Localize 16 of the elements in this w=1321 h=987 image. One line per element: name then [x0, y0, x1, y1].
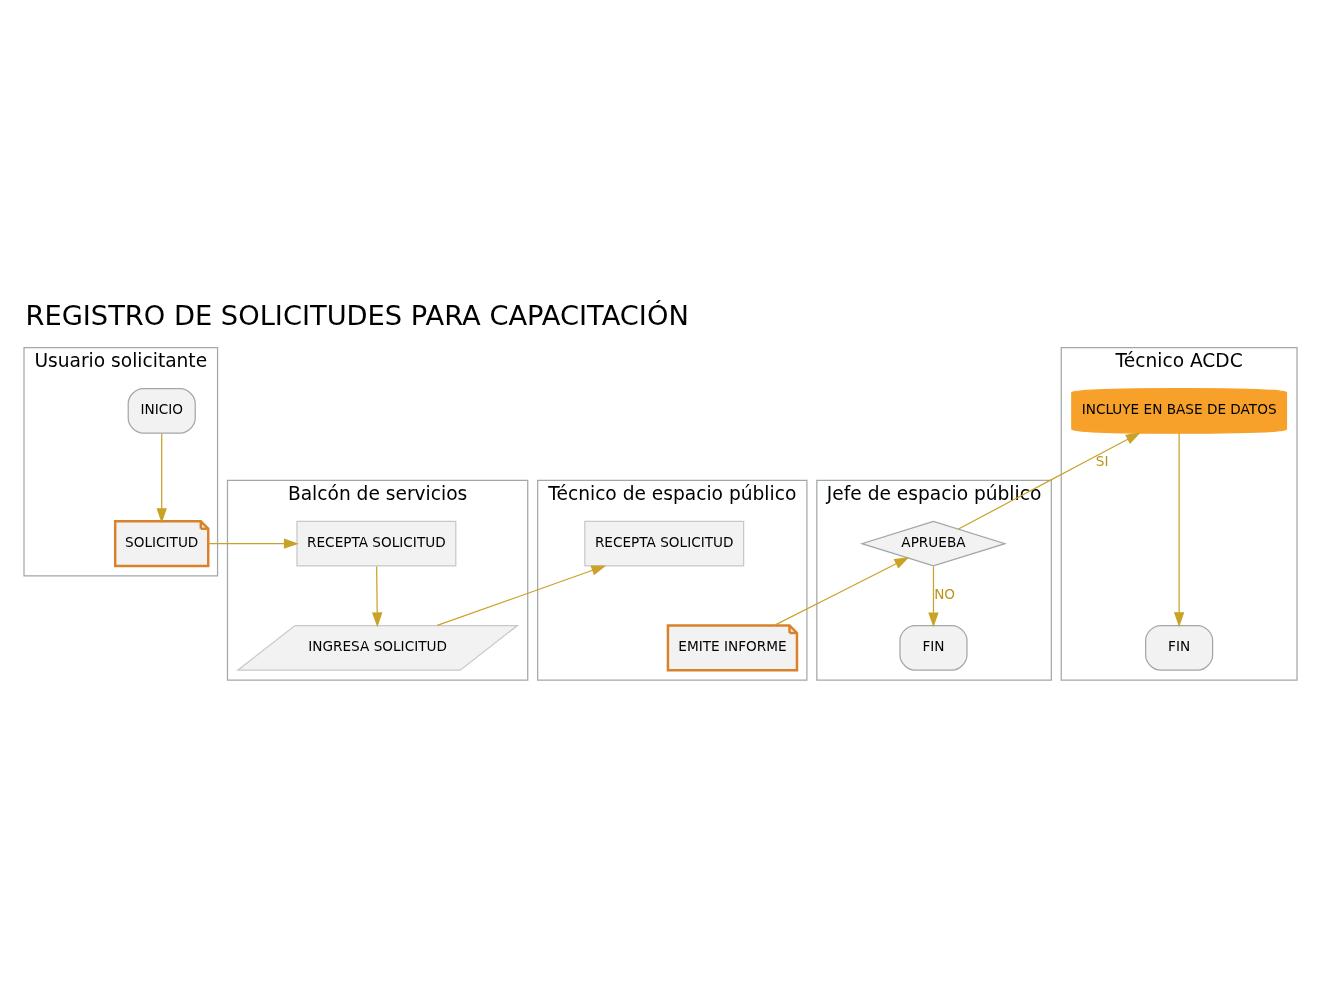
node-box: FIN: [1145, 624, 1214, 671]
arrow: [1173, 432, 1185, 627]
arrow: [207, 537, 299, 549]
node-box: RECEPTA SOLICITUD: [584, 520, 745, 567]
node-box: INICIO: [127, 387, 196, 434]
arrow: [436, 564, 607, 626]
arrow: [957, 431, 1141, 530]
arrow: [156, 432, 167, 523]
arrow: [773, 556, 910, 626]
node-box: RECEPTA SOLICITUD: [296, 520, 457, 567]
arrow: [928, 565, 939, 627]
edge-label: SI: [1095, 452, 1109, 469]
arrow: [371, 565, 383, 627]
edge-label: NO: [934, 585, 956, 602]
node-box: FIN: [899, 624, 968, 671]
diagram-title: REGISTRO DE SOLICITUDES PARA CAPACITACIÓN: [25, 299, 689, 331]
